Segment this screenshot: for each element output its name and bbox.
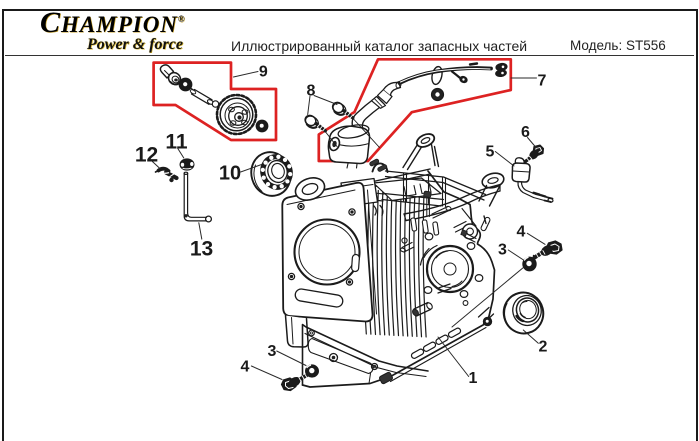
svg-text:13: 13 xyxy=(190,238,213,261)
svg-text:3: 3 xyxy=(498,242,507,259)
svg-text:6: 6 xyxy=(521,124,530,141)
svg-text:5: 5 xyxy=(486,144,495,161)
svg-text:1: 1 xyxy=(469,370,478,387)
svg-text:10: 10 xyxy=(219,163,241,185)
svg-text:7: 7 xyxy=(537,73,546,90)
svg-text:3: 3 xyxy=(268,343,277,360)
svg-text:12: 12 xyxy=(135,144,158,167)
svg-text:8: 8 xyxy=(307,83,316,100)
svg-text:4: 4 xyxy=(517,224,526,241)
svg-text:2: 2 xyxy=(539,339,548,356)
svg-text:4: 4 xyxy=(241,359,250,376)
svg-text:11: 11 xyxy=(165,131,188,154)
svg-text:9: 9 xyxy=(259,64,268,81)
